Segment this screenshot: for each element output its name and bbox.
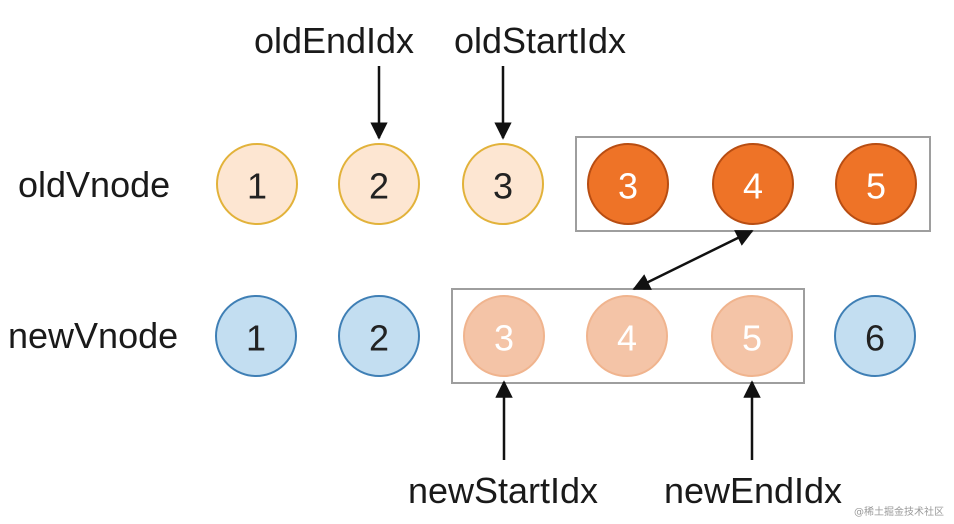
new-node: 6	[834, 295, 916, 377]
new-node-label: 1	[246, 318, 266, 359]
new-group-box	[451, 288, 805, 384]
new-node-circle	[834, 295, 916, 377]
old-end-idx-label: oldEndIdx	[254, 20, 414, 61]
old-node-label: 3	[618, 166, 638, 207]
old-node: 3	[462, 143, 544, 225]
new-node: 2	[338, 295, 420, 377]
new-node-circle	[463, 295, 545, 377]
old-node-circle	[338, 143, 420, 225]
watermark: @稀土掘金技术社区	[854, 507, 944, 518]
new-node-label: 4	[617, 318, 637, 359]
old-node-circle	[587, 143, 669, 225]
new-vnode-label: newVnode	[8, 315, 178, 356]
old-node: 2	[338, 143, 420, 225]
new-end-idx-label: newEndIdx	[664, 470, 842, 511]
new-node: 5	[711, 295, 793, 377]
new-node-circle	[711, 295, 793, 377]
old-node-label: 4	[743, 166, 763, 207]
old-start-idx-label: oldStartIdx	[454, 20, 626, 61]
old-node-label: 5	[866, 166, 886, 207]
new-node-label: 2	[369, 318, 389, 359]
old-node: 5	[835, 143, 917, 225]
new-start-idx-label: newStartIdx	[408, 470, 598, 511]
new-node-circle	[215, 295, 297, 377]
old-vnode-label: oldVnode	[18, 164, 170, 205]
new-node-label: 5	[742, 318, 762, 359]
old-node-circle	[462, 143, 544, 225]
old-node: 4	[712, 143, 794, 225]
old-node: 3	[587, 143, 669, 225]
old-node: 1	[216, 143, 298, 225]
old-node-circle	[712, 143, 794, 225]
new-node-label: 6	[865, 318, 885, 359]
old-node-label: 2	[369, 166, 389, 207]
old-node-circle	[835, 143, 917, 225]
new-node: 3	[463, 295, 545, 377]
new-node-circle	[338, 295, 420, 377]
old-node-circle	[216, 143, 298, 225]
new-node: 4	[586, 295, 668, 377]
new-node: 1	[215, 295, 297, 377]
old-node-label: 1	[247, 166, 267, 207]
old-node-label: 3	[493, 166, 513, 207]
new-node-circle	[586, 295, 668, 377]
group-link-arrow	[632, 229, 754, 291]
new-node-label: 3	[494, 318, 514, 359]
